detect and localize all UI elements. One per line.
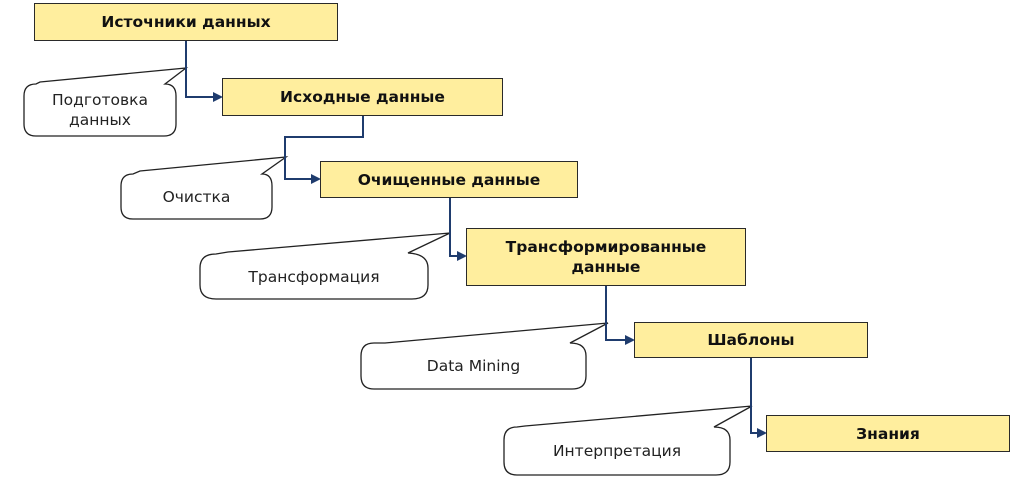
- connector-2: [284, 116, 364, 184]
- process-data-mining: Data Mining: [426, 357, 521, 375]
- stage-data-sources: Источники данных: [34, 3, 338, 41]
- stage-knowledge: Знания: [766, 415, 1010, 452]
- process-transformation: Трансформация: [248, 267, 380, 286]
- connector-5: [750, 358, 767, 438]
- connector-3: [449, 198, 467, 261]
- bubble-shape-5: [503, 405, 753, 476]
- connector-4: [605, 286, 635, 345]
- bubble-shape-3: [199, 232, 451, 300]
- stage-transformed-data: Трансформированные данные: [466, 228, 746, 286]
- bubble-shape-4: [360, 322, 609, 390]
- process-preparation: Подготовка данных: [52, 91, 148, 129]
- connector-1: [185, 41, 223, 102]
- bubble-shape-2: [120, 156, 289, 220]
- process-interpretation: Интерпретация: [552, 442, 682, 460]
- stage-cleaned-data: Очищенные данные: [320, 161, 578, 198]
- stage-raw-data: Исходные данные: [222, 78, 503, 116]
- process-cleaning: Очистка: [162, 187, 231, 206]
- stage-patterns: Шаблоны: [634, 322, 868, 358]
- bubble-shape-1: [23, 67, 189, 137]
